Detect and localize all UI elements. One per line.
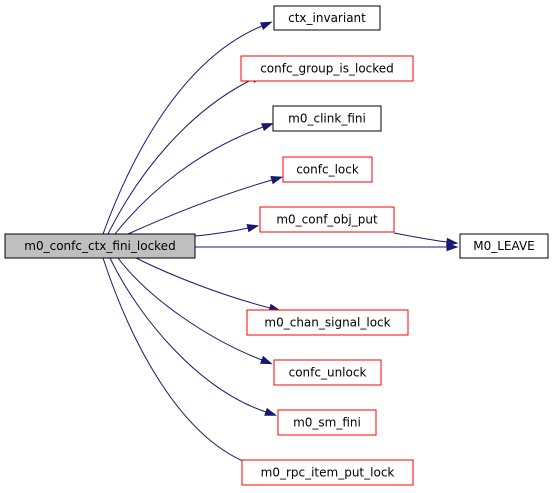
- node-m0_conf_obj_put[interactable]: m0_conf_obj_put: [259, 206, 395, 233]
- arrowhead: [270, 176, 284, 185]
- edge-line: [107, 78, 254, 235]
- edge-line: [194, 227, 249, 237]
- node-box[interactable]: [273, 5, 381, 31]
- node-box[interactable]: [277, 409, 377, 436]
- node-box[interactable]: [246, 309, 409, 336]
- node-box[interactable]: [459, 233, 549, 259]
- arrowhead: [246, 224, 260, 233]
- arrowhead: [264, 407, 277, 416]
- node-box[interactable]: [4, 233, 196, 259]
- edge-root-to-confc_unlock: [117, 257, 273, 365]
- edge-root-to-M0_LEAVE: [195, 242, 459, 252]
- arrowhead: [446, 237, 459, 247]
- nodes-layer: m0_confc_ctx_fini_locked ctx_invariantcon…: [4, 5, 549, 486]
- edge-line: [102, 257, 254, 466]
- node-m0_chan_signal_lock[interactable]: m0_chan_signal_lock: [246, 309, 409, 336]
- edge-root-to-m0_clink_fini: [114, 123, 274, 235]
- edge-m0_conf_obj_put-to-M0_LEAVE: [393, 232, 459, 247]
- edge-root-to-ctx_invariant: [102, 21, 273, 235]
- node-confc_group_is_locked[interactable]: confc_group_is_locked: [240, 55, 414, 82]
- node-box[interactable]: [272, 105, 382, 132]
- node-label: confc_lock: [296, 163, 359, 177]
- node-box[interactable]: [240, 55, 414, 82]
- node-label: m0_rpc_item_put_lock: [261, 466, 395, 480]
- node-label: M0_LEAVE: [473, 239, 535, 253]
- edge-root-to-m0_chan_signal_lock: [135, 257, 282, 312]
- node-box[interactable]: [273, 359, 382, 386]
- edge-line: [117, 257, 263, 361]
- edge-line: [109, 257, 267, 413]
- node-confc_lock[interactable]: confc_lock: [282, 156, 373, 183]
- node-label: m0_confc_ctx_fini_locked: [24, 239, 175, 253]
- edge-line: [393, 232, 448, 243]
- edge-line: [127, 179, 273, 235]
- node-m0_clink_fini[interactable]: m0_clink_fini: [272, 105, 382, 132]
- node-label: ctx_invariant: [288, 11, 366, 25]
- node-confc_unlock[interactable]: confc_unlock: [273, 359, 382, 386]
- node-label: confc_unlock: [289, 366, 367, 380]
- node-label: confc_group_is_locked: [260, 62, 394, 76]
- edge-root-to-m0_conf_obj_put: [194, 224, 260, 237]
- edge-line: [135, 257, 271, 309]
- node-m0_rpc_item_put_lock[interactable]: m0_rpc_item_put_lock: [241, 459, 414, 486]
- edge-root-to-m0_sm_fini: [109, 257, 277, 416]
- node-label: m0_sm_fini: [293, 416, 361, 430]
- node-m0_sm_fini[interactable]: m0_sm_fini: [277, 409, 377, 436]
- arrowhead: [259, 355, 273, 365]
- arrowhead: [261, 123, 274, 132]
- node-M0_LEAVE[interactable]: M0_LEAVE: [459, 233, 549, 259]
- arrowhead: [259, 21, 273, 31]
- node-box[interactable]: [241, 459, 414, 486]
- node-label: m0_clink_fini: [288, 112, 366, 126]
- node-label: m0_chan_signal_lock: [264, 316, 390, 330]
- edge-root-to-confc_lock: [127, 176, 284, 235]
- node-root[interactable]: m0_confc_ctx_fini_locked: [4, 233, 196, 259]
- node-ctx_invariant[interactable]: ctx_invariant: [273, 5, 381, 31]
- node-box[interactable]: [282, 156, 373, 183]
- edge-line: [114, 126, 264, 235]
- node-label: m0_conf_obj_put: [276, 213, 378, 227]
- edge-line: [102, 25, 263, 235]
- node-box[interactable]: [259, 206, 395, 233]
